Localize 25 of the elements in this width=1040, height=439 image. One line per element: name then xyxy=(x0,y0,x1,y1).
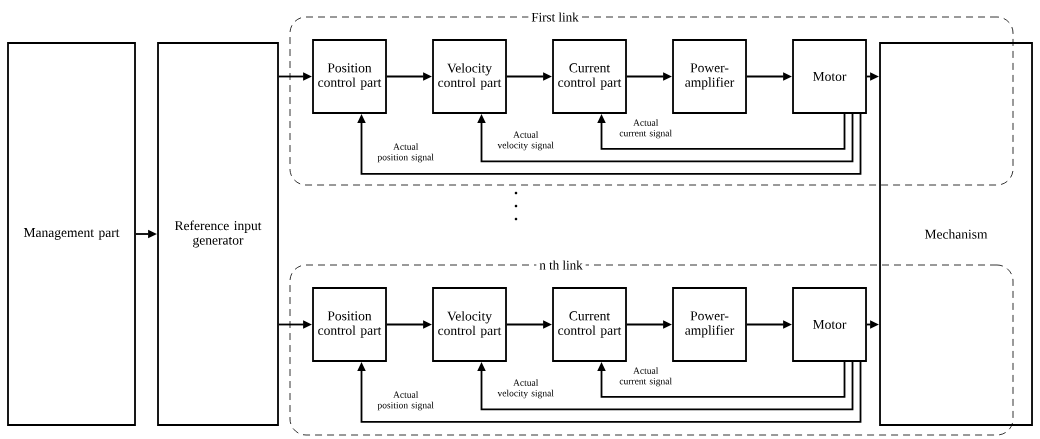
edge-label: Actual velocity signal xyxy=(497,379,554,399)
arrow xyxy=(597,113,846,150)
edge-label: Actual current signal xyxy=(619,367,672,387)
block-box: Position control part xyxy=(312,39,387,114)
edge-label: Actual position signal xyxy=(377,143,434,163)
block-box: Mechanism xyxy=(879,42,1033,426)
block-box: Reference input generator xyxy=(157,42,279,426)
arrow xyxy=(597,361,846,398)
edge-label: Actual current signal xyxy=(619,119,672,139)
block-box: Current control part xyxy=(552,287,627,362)
block-box: Power-amplifier xyxy=(672,39,747,114)
block-box: Power-amplifier xyxy=(672,287,747,362)
edge-label: Actual position signal xyxy=(377,391,434,411)
arrow xyxy=(357,113,862,175)
block-box: Velocity control part xyxy=(432,39,507,114)
block-box: Position control part xyxy=(312,287,387,362)
edge-label: Actual velocity signal xyxy=(497,131,554,151)
block-box: Velocity control part xyxy=(432,287,507,362)
arrow xyxy=(477,113,854,163)
block-box: Motor xyxy=(792,39,867,114)
block-box: Motor xyxy=(792,287,867,362)
block-box: Management part xyxy=(7,42,136,426)
arrow xyxy=(477,361,854,411)
arrow xyxy=(357,361,862,423)
block-box: Current control part xyxy=(552,39,627,114)
